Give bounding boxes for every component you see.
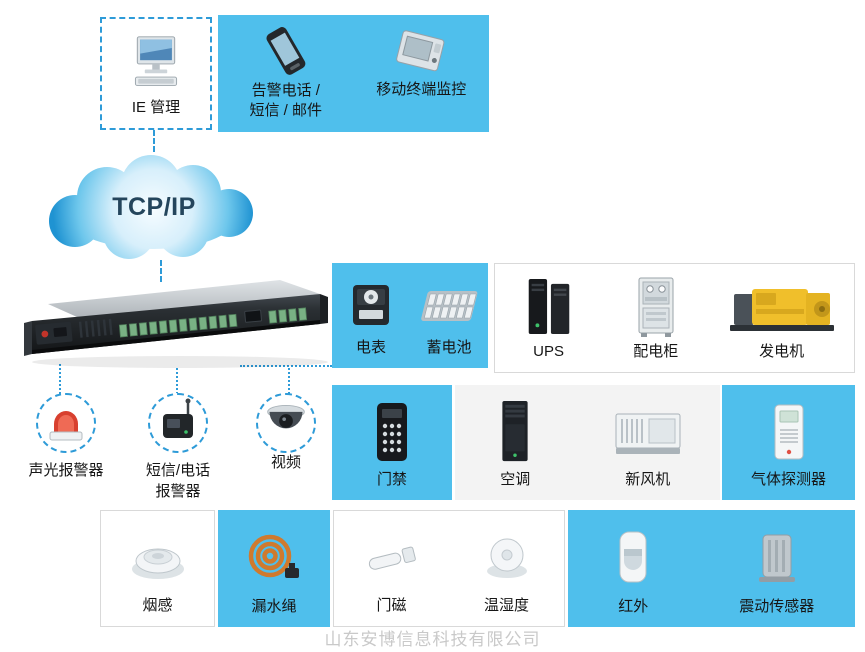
access-label: 门禁 <box>376 471 407 488</box>
video-label: 视频 <box>270 454 301 471</box>
power-meter-battery-box: 电表 <box>332 263 488 368</box>
leak-label: 漏水绳 <box>251 598 297 615</box>
cloud-shape <box>49 155 253 259</box>
smoke-detector-box: 烟感 <box>100 510 215 627</box>
door-magnet-icon <box>363 511 421 596</box>
dome-camera-icon <box>261 399 311 448</box>
battery-label: 蓄电池 <box>426 339 472 356</box>
sms-phone-alarm-node <box>148 393 208 453</box>
battery-icon <box>416 263 482 338</box>
freshair-label: 新风机 <box>625 471 671 488</box>
connector-host-right <box>240 365 332 367</box>
connector-host-smsalarm <box>176 368 178 394</box>
generator-icon <box>726 264 838 342</box>
infrared-sensor-icon <box>612 510 654 597</box>
ac-label: 空调 <box>500 471 531 488</box>
gas-detector-icon <box>769 385 809 470</box>
water-leak-box: 漏水绳 <box>218 510 330 627</box>
company-watermark: 山东安博信息科技有限公司 <box>324 630 541 649</box>
vibration-label: 震动传感器 <box>739 598 815 615</box>
computer-icon <box>127 19 185 98</box>
smoke-detector-icon <box>127 511 189 596</box>
ie-management-box: IE 管理 <box>100 17 212 130</box>
gas-detector-box: 气体探测器 <box>722 385 855 500</box>
ie-management-label: IE 管理 <box>131 99 181 116</box>
door-temp-box: 门磁 温湿度 <box>333 510 565 627</box>
notification-box: 告警电话 /短信 / 邮件 移动终端监控 <box>218 15 489 132</box>
sms-alarm-icon <box>156 397 200 450</box>
power-equipment-box: UPS 配电柜 <box>494 263 855 373</box>
tcpip-label: TCP/IP <box>112 193 196 221</box>
infrared-vibration-box: 红外 震动传感器 <box>568 510 855 627</box>
soundlight-alarm-icon <box>44 398 88 449</box>
sms-alarm-label: 短信/电话 报警器 <box>145 462 211 500</box>
vibration-sensor-icon <box>752 510 802 597</box>
hvac-box: 空调 新风机 <box>455 385 720 500</box>
phone-icon <box>260 15 312 81</box>
infrared-label: 红外 <box>618 598 649 615</box>
meter-label: 电表 <box>355 339 386 356</box>
air-conditioner-icon <box>494 385 536 470</box>
cabinet-label: 配电柜 <box>633 343 679 360</box>
monitoring-host-device <box>22 264 337 372</box>
door-magnet-label: 门磁 <box>376 597 407 614</box>
rack-server-icon <box>24 280 328 368</box>
tcpip-cloud: TCP/IP <box>33 147 275 267</box>
connector-ie-cloud <box>153 130 155 152</box>
mobile-monitoring-label: 移动终端监控 <box>376 81 467 98</box>
gas-label: 气体探测器 <box>750 471 826 488</box>
connector-host-video <box>288 368 290 394</box>
soundlight-label: 声光报警器 <box>28 462 104 479</box>
ups-label: UPS <box>533 343 564 360</box>
fresh-air-unit-icon <box>611 385 685 470</box>
connector-host-soundlight <box>59 364 61 394</box>
mobile-terminal-icon <box>389 15 453 80</box>
smoke-label: 烟感 <box>142 597 173 614</box>
generator-label: 发电机 <box>759 343 805 360</box>
video-node <box>256 393 316 453</box>
distribution-cabinet-icon <box>633 264 679 342</box>
keypad-icon <box>370 385 414 470</box>
alarm-channels-label: 告警电话 /短信 / 邮件 <box>249 82 322 120</box>
soundlight-alarm-node <box>36 393 96 453</box>
access-control-box: 门禁 <box>332 385 452 500</box>
leak-rope-icon <box>243 510 305 597</box>
temp-humidity-icon <box>479 511 535 596</box>
temp-humidity-label: 温湿度 <box>483 597 529 614</box>
ups-icon <box>521 264 577 342</box>
connector-cloud-host <box>160 260 162 282</box>
electric-meter-icon <box>350 263 392 338</box>
